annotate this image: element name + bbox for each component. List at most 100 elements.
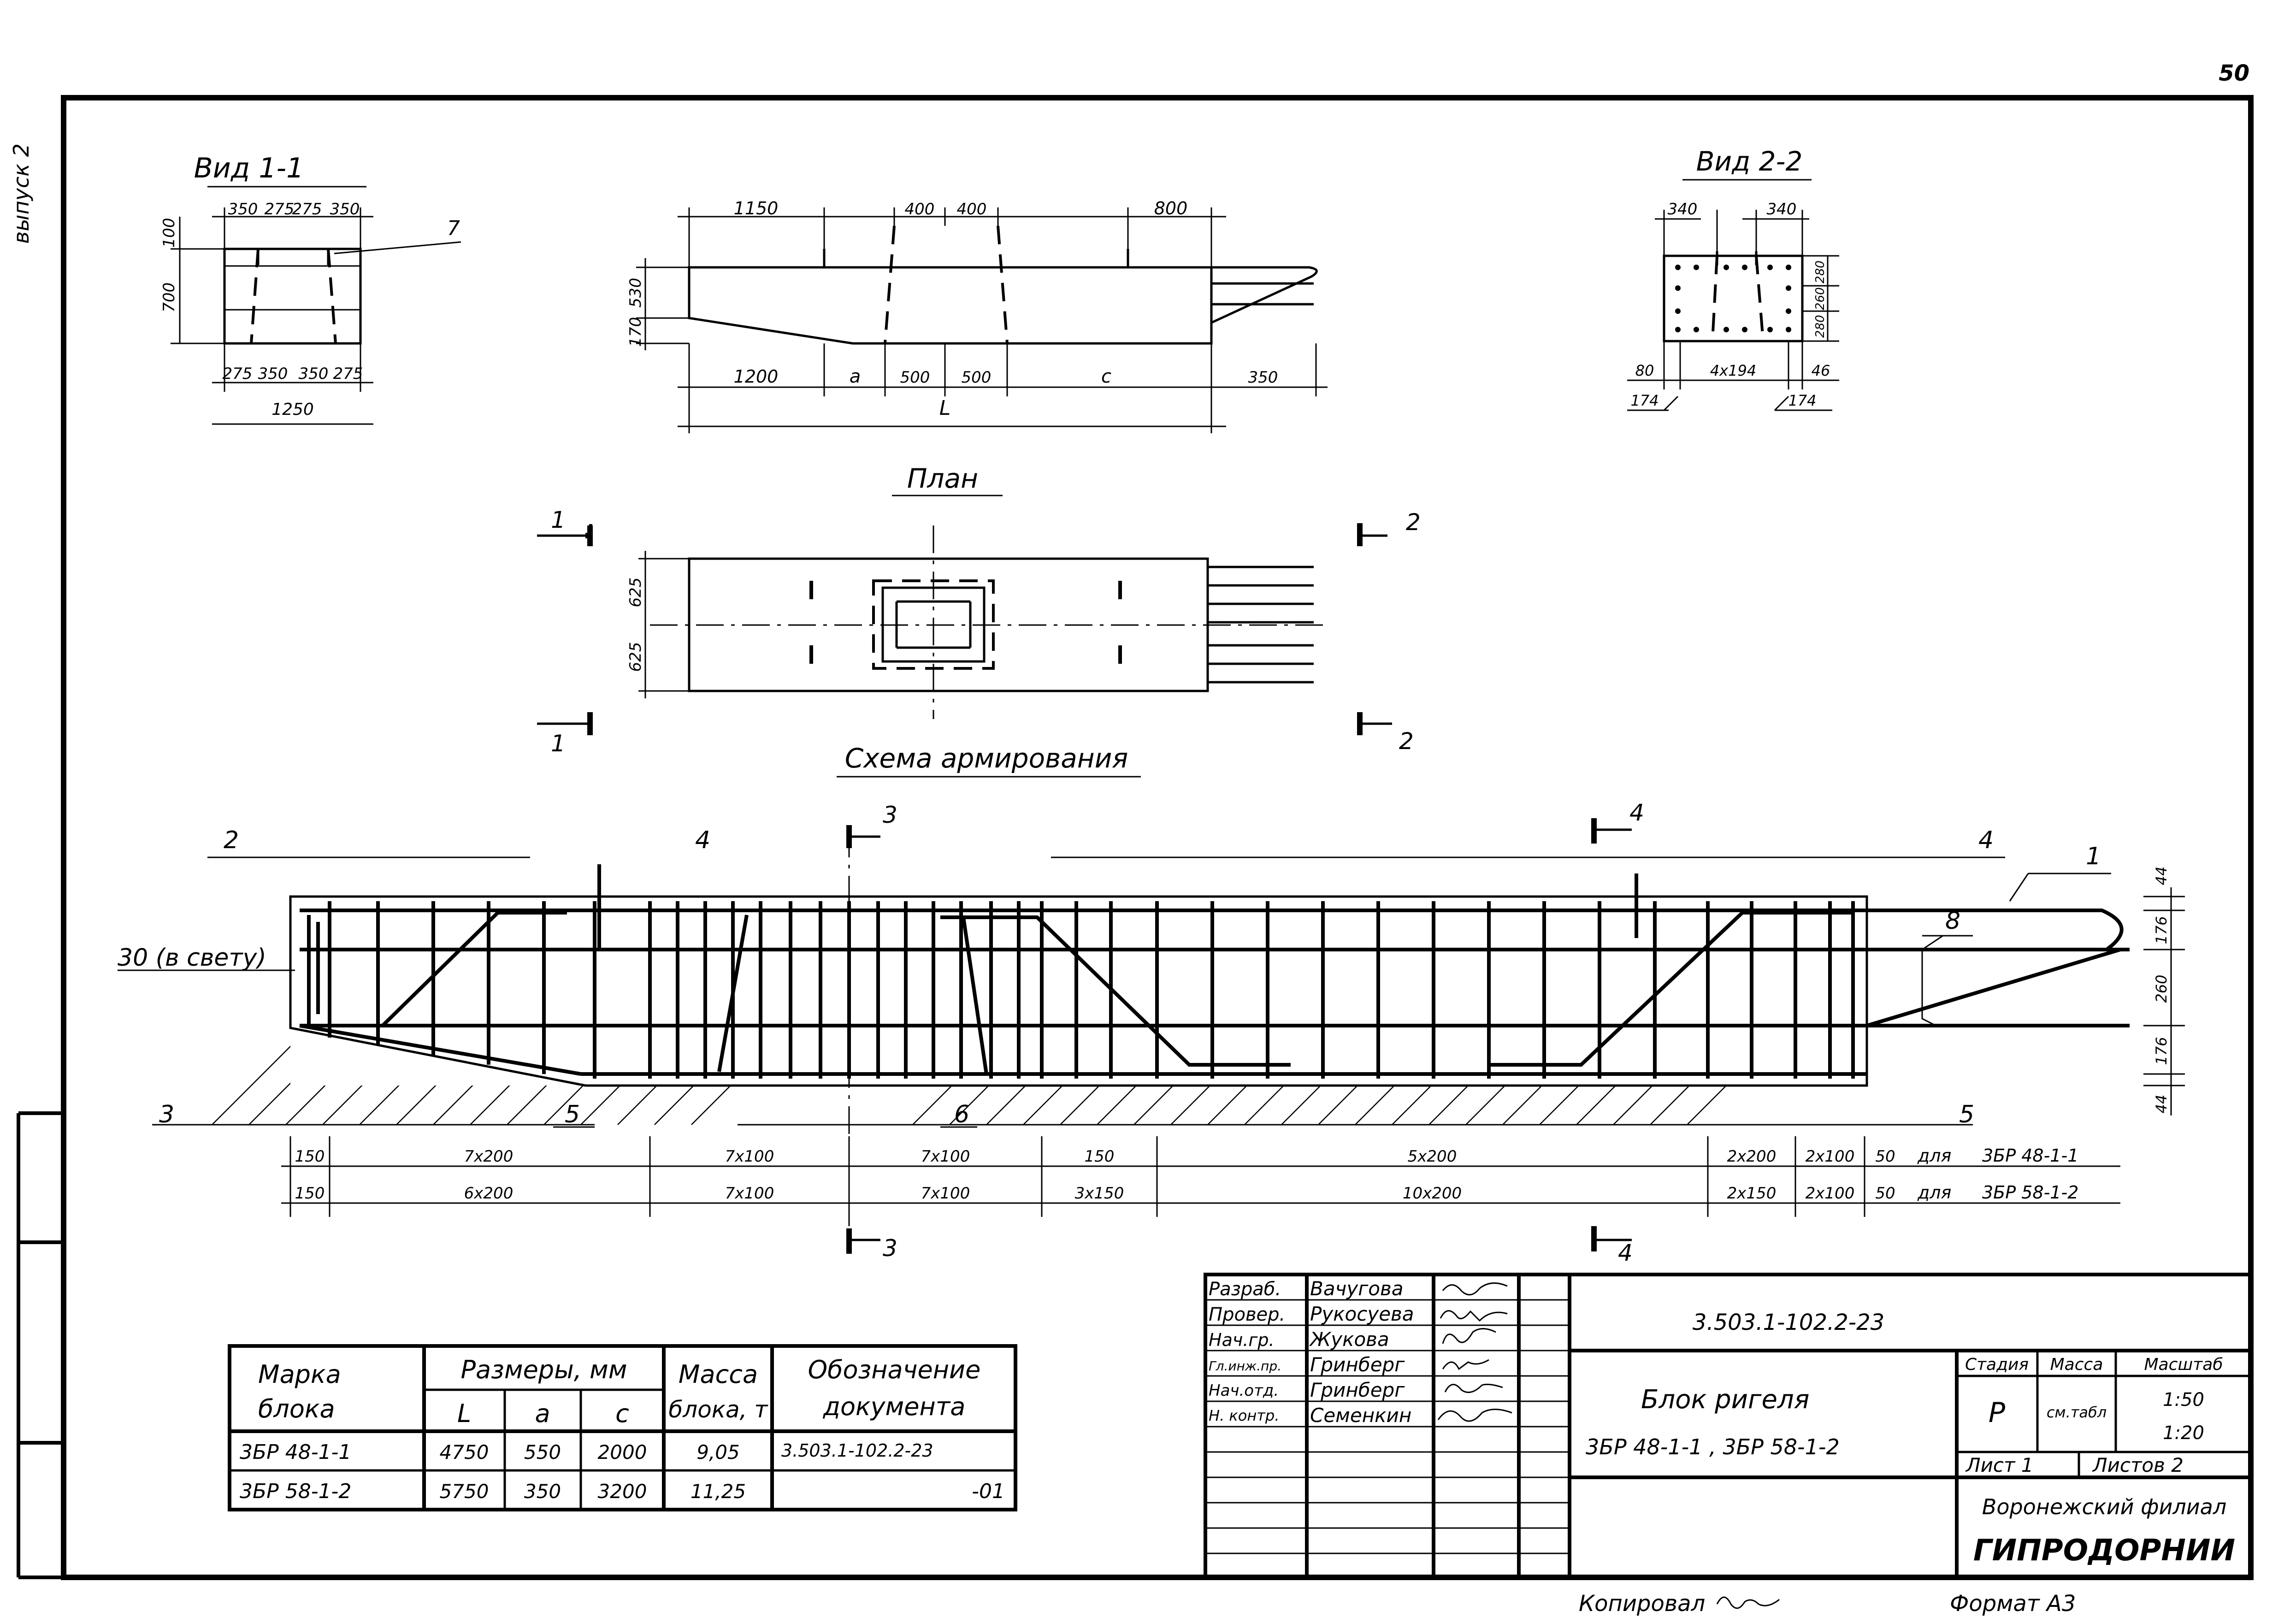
title-block: Разраб. Вачугова Провер. Рукосуева Нач.г… [1204,1273,2254,1579]
section-4: 4 [1629,799,1644,826]
tb-person: Жукова [1309,1328,1389,1351]
plan-section2: 2 [1406,509,1421,536]
row1-mark: 3БР 48-1-1 [1982,1145,2078,1166]
tb-sheets: Листов 2 [2092,1454,2184,1476]
row2-note: для [1917,1182,1951,1203]
hdr-mark: Марка [258,1360,341,1389]
row1-dim: 150 [1085,1147,1115,1166]
hdr-sub: a [535,1399,550,1428]
view11-title: Вид 1-1 [194,152,304,184]
tb-person: Рукосуева [1310,1303,1414,1325]
row2-dim: 6x200 [464,1184,514,1203]
v22-dim: 340 [1668,200,1698,218]
row1-dim: 7x100 [725,1147,774,1166]
v11-dim: 275 [292,200,322,218]
cell: 3БР 58-1-2 [240,1480,351,1503]
row1-note: для [1917,1145,1951,1166]
elev-dim: 500 [900,368,930,387]
page-number: 50 [2219,60,2249,86]
v11-dim: 100 [160,218,178,248]
gap-label: 30 (в свету) [118,944,266,972]
cell: 550 [524,1441,561,1464]
tb-person: Семенкин [1310,1404,1411,1427]
row1-dim: 5x200 [1408,1147,1457,1166]
tb-scale1: 1:50 [2163,1389,2204,1411]
tb-code: 3.503.1-102.2-23 [1693,1310,1884,1335]
tb-role: Нач.отд. [1209,1381,1279,1400]
v22-dim: 4x194 [1710,362,1756,379]
footer-copied: Копировал [1579,1591,1705,1617]
row2-dim: 10x200 [1403,1184,1462,1203]
row2-dim: 50 [1875,1184,1895,1203]
elev-dim: 500 [962,368,992,387]
row2-dim: 2x100 [1806,1184,1855,1203]
plan-section2: 2 [1399,728,1414,755]
row2-dim: 3x150 [1075,1184,1124,1203]
hdr-sub: L [457,1399,471,1428]
row1-dim: 2x200 [1727,1147,1777,1166]
hdr-sub: c [615,1399,629,1428]
v11-dim: 700 [160,283,178,313]
cell: 3БР 48-1-1 [240,1440,351,1464]
tb-role: Гл.инж.пр. [1209,1358,1281,1374]
v22-dim: 280 [1813,260,1827,283]
pos-5: 5 [565,1101,580,1128]
pos-4: 4 [695,826,710,854]
elev-dim: 350 [1248,368,1278,387]
right-dim: 176 [2153,1037,2170,1065]
tb-mass-label: Масса [2050,1355,2103,1374]
hdr-mark: блока [258,1394,335,1423]
pos-8: 8 [1945,907,1960,935]
pos-6: 6 [954,1101,969,1128]
section-3: 3 [883,802,897,828]
cell: 350 [524,1480,561,1503]
marks-table: Марка блока Размеры, мм L a c Масса блок… [228,1344,1017,1511]
pos-4: 4 [1978,826,1994,854]
tb-sheet: Лист 1 [1965,1454,2034,1476]
cell: 9,05 [696,1441,740,1464]
tb-scale-label: Масштаб [2144,1355,2223,1374]
pos-5: 5 [1959,1101,1974,1128]
row2-dim: 7x100 [921,1184,970,1203]
reinforcement-labels: 30 (в свету) 1 2 3 4 4 5 5 6 8 3 3 4 4 [118,799,2185,1266]
v22-dim: 174 [1630,392,1659,409]
reinforcement-scheme: Схема армирования [152,743,2130,1126]
pos-3: 3 [159,1101,174,1128]
pos-1: 1 [2086,843,2101,870]
side-label: выпуск 2 [9,143,34,244]
elev-dim: 530 [626,278,645,308]
row2-dim: 150 [295,1184,325,1203]
elev-dim: 170 [626,317,645,347]
section-3: 3 [883,1235,897,1262]
tb-role: Н. контр. [1209,1407,1279,1424]
v22-dim: 260 [1813,287,1827,310]
plan-dim: 625 [626,642,645,672]
right-dim: 44 [2153,867,2170,885]
pos-2: 2 [224,826,239,854]
hdr-dims: Размеры, мм [460,1355,627,1384]
row1-dim: 50 [1875,1147,1895,1166]
elev-dim: 1200 [734,366,779,387]
plan-view: План 625 625 1 1 2 [537,463,1421,757]
beam-elevation: 1150 400 400 800 530 170 1200 a 500 500 … [626,198,1328,433]
view-1-1: Вид 1-1 350 275 275 350 100 700 275 350 … [160,152,461,425]
tb-org2: ГИПРОДОРНИИ [1973,1534,2235,1568]
tb-person: Гринберг [1310,1353,1405,1376]
copier-signature [1716,1596,1780,1609]
page-frame [61,95,2254,1580]
tb-person: Гринберг [1310,1379,1405,1401]
hdr-mass: блока, т [668,1396,768,1423]
footer-format: Формат А3 [1950,1591,2076,1617]
tb-stage-label: Стадия [1965,1355,2029,1374]
v11-dim: 275 [333,365,363,383]
row2-dim: 7x100 [725,1184,774,1203]
plan-section1: 1 [551,507,566,533]
tb-role: Провер. [1209,1304,1285,1325]
right-dim: 44 [2153,1095,2170,1114]
cell: 3200 [598,1480,647,1503]
row2-dim: 2x150 [1727,1184,1777,1203]
v22-dim: 46 [1812,362,1830,379]
row1-dim: 2x100 [1806,1147,1855,1166]
v22-dim: 280 [1813,315,1827,338]
